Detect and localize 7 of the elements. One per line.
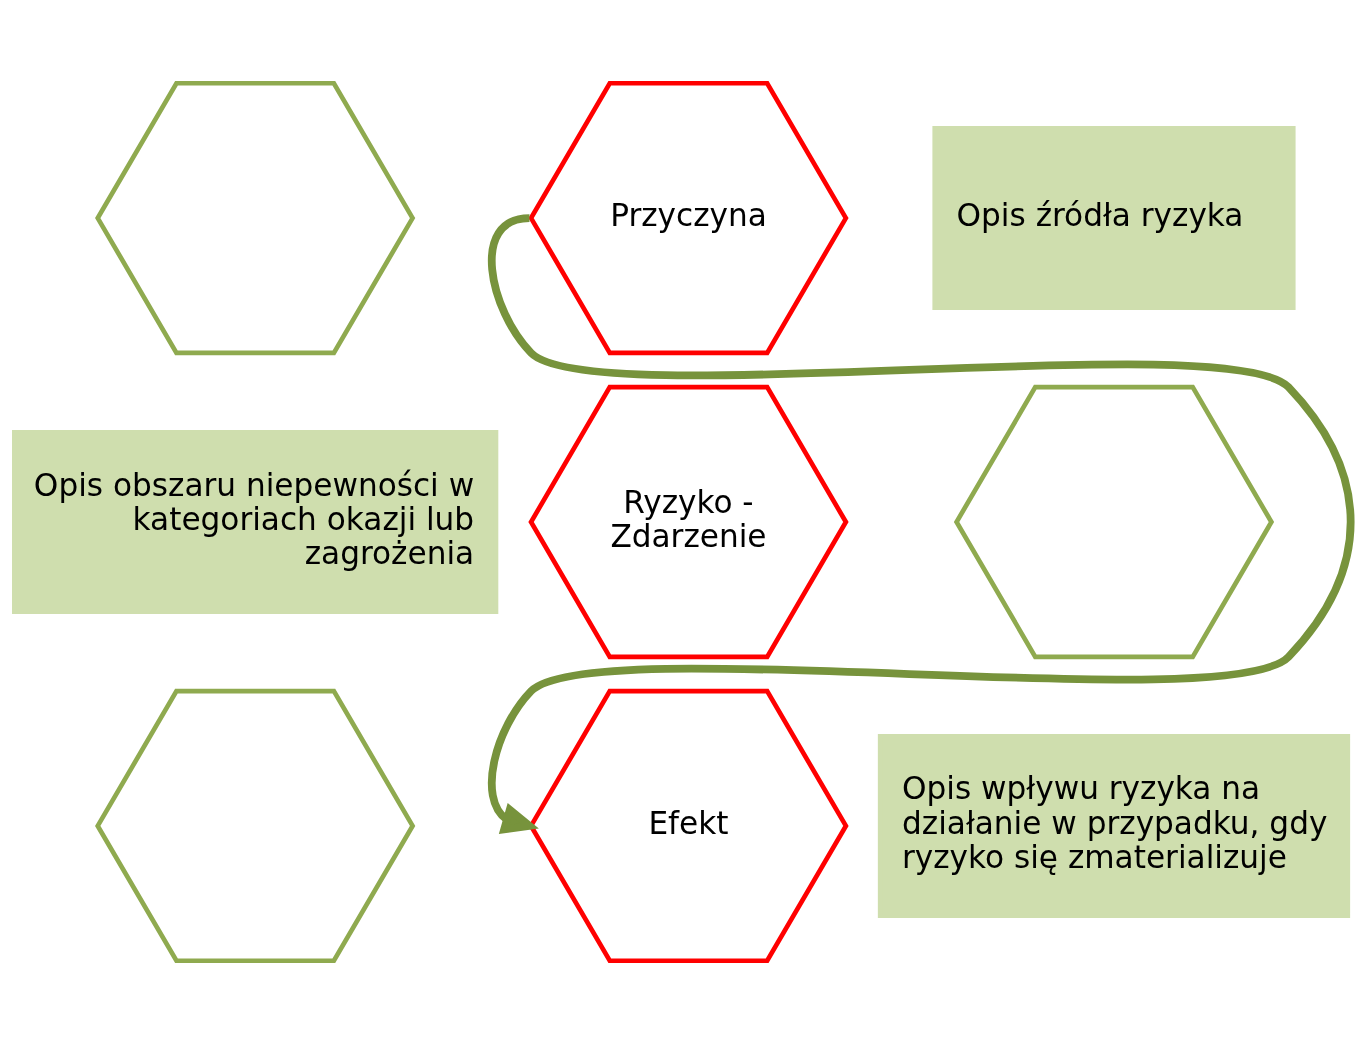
node-hexagon bbox=[95, 688, 416, 963]
node-box: Opis źródła ryzyka bbox=[932, 125, 1296, 310]
arrow bbox=[488, 213, 1355, 834]
node-box: Opis wpływu ryzyka na działanie w przypadku, gdy ryzyko się zmaterializuje bbox=[877, 733, 1351, 918]
node-hexagon bbox=[953, 384, 1275, 659]
node-box: Opis obszaru niepewności w kategoriach okazji lub zagrożenia bbox=[12, 429, 499, 614]
node-hexagon bbox=[95, 80, 416, 355]
